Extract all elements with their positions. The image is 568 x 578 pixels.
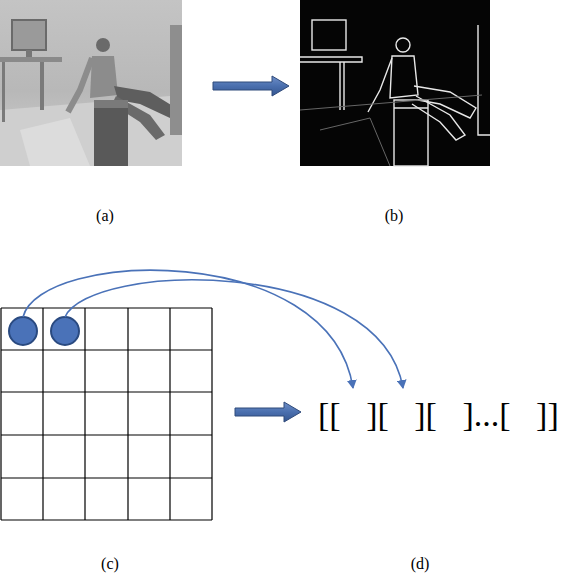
block-arrow (213, 76, 289, 96)
vector-brackets: [[ ][ ][ ]...[ ]] (318, 396, 559, 433)
mapping-arrow (65, 280, 403, 388)
block-arrow (235, 402, 301, 422)
panel-label: (c) (101, 555, 119, 573)
edge-image (300, 0, 490, 166)
pixel-dot (51, 317, 79, 345)
scene-image (0, 0, 182, 166)
panel-label: (d) (411, 555, 430, 573)
pixel-dot (9, 317, 37, 345)
panel-label: (b) (385, 207, 404, 225)
grid (1, 308, 212, 520)
panel-label: (a) (96, 207, 114, 225)
mapping-arrow (23, 270, 353, 388)
